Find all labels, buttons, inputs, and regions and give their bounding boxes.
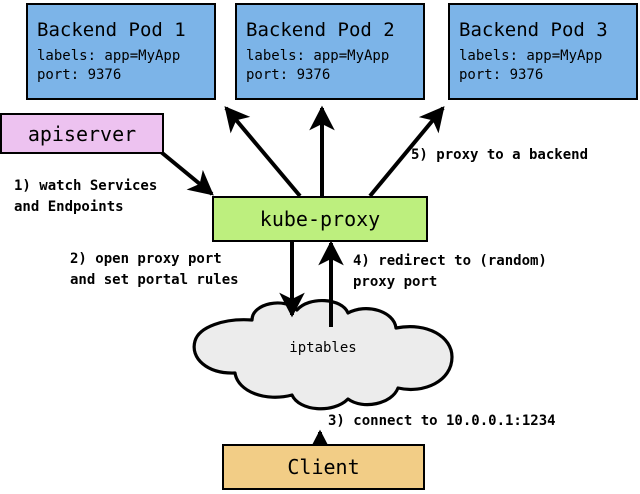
- step-2-annotation-line-2: and set portal rules: [70, 272, 239, 288]
- arrow-kubeproxy-to-pod1: [224, 106, 302, 198]
- kube-proxy-label: kube-proxy: [259, 207, 381, 231]
- step-4-annotation-line-2: proxy port: [353, 274, 438, 290]
- step-1-annotation-line-2: and Endpoints: [14, 199, 124, 215]
- arrow-kubeproxy-to-pod3: [368, 106, 445, 198]
- arrow-apiserver-to-kubeproxy: [159, 150, 214, 196]
- backend-pod-2-port: port: 9376: [246, 67, 331, 83]
- step-1-annotation-line-1: 1) watch Services: [14, 178, 158, 194]
- backend-pod-3-port: port: 9376: [459, 67, 544, 83]
- backend-pod-1-port: port: 9376: [37, 67, 122, 83]
- step-3-annotation: 3) connect to 10.0.0.1:1234: [328, 413, 556, 429]
- backend-pod-2-title: Backend Pod 2: [246, 19, 395, 41]
- iptables-cloud-shape: [192, 298, 454, 411]
- client-label: Client: [287, 455, 360, 479]
- backend-pod-3-box[interactable]: Backend Pod 3 labels: app=MyApp port: 93…: [448, 3, 638, 100]
- apiserver-label: apiserver: [27, 121, 137, 146]
- step-2-annotation-line-1: 2) open proxy port: [70, 251, 222, 267]
- kube-proxy-box[interactable]: kube-proxy: [212, 196, 428, 242]
- backend-pod-1-title: Backend Pod 1: [37, 19, 186, 41]
- client-box[interactable]: Client: [222, 444, 425, 490]
- step-4-annotation-line-1: 4) redirect to (random): [353, 253, 547, 269]
- apiserver-box[interactable]: apiserver: [0, 113, 164, 154]
- backend-pod-2-box[interactable]: Backend Pod 2 labels: app=MyApp port: 93…: [235, 3, 425, 100]
- iptables-label: iptables: [289, 340, 357, 356]
- backend-pod-1-labels: labels: app=MyApp: [37, 48, 181, 64]
- backend-pod-1-box[interactable]: Backend Pod 1 labels: app=MyApp port: 93…: [26, 3, 216, 100]
- backend-pod-3-labels: labels: app=MyApp: [459, 48, 603, 64]
- backend-pod-3-title: Backend Pod 3: [459, 19, 608, 41]
- step-5-annotation: 5) proxy to a backend: [411, 147, 589, 163]
- backend-pod-2-labels: labels: app=MyApp: [246, 48, 390, 64]
